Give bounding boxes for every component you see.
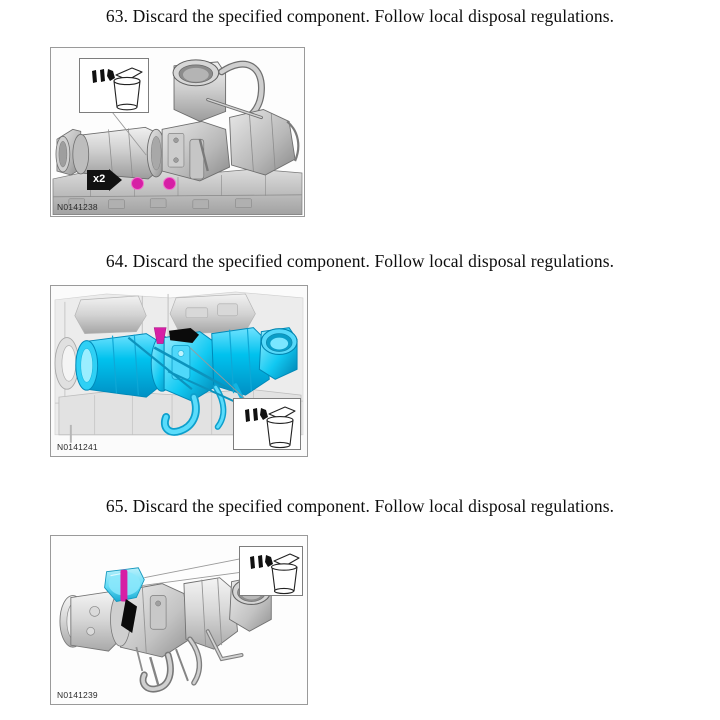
leader-line [112,112,147,156]
discard-inset-box-2 [233,398,301,450]
step-number-65: 65. [105,496,129,516]
trash-can-discard-icon [92,67,143,111]
highlighted-component-gasket [104,567,145,602]
step-heading-64: 64. Discard the specified component. Fol… [0,251,720,272]
step-text-65: Discard the specified component. Follow … [132,496,615,516]
trash-can-discard-icon [245,406,296,449]
discard-inset-box-1 [79,58,149,113]
step-heading-63: 63. Discard the specified component. Fol… [0,6,720,27]
step-text-63: Discard the specified component. Follow … [132,6,615,26]
step-text-64: Discard the specified component. Follow … [132,251,615,271]
highlight-bolt-2 [163,177,176,190]
figure-N0141239[interactable]: N0141239 [50,535,308,705]
figure-id-1: N0141238 [57,202,98,212]
highlight-marker-magenta-3 [120,569,128,602]
pointer-arrow-icon-2 [169,328,199,343]
step-number-64: 64. [105,251,129,271]
callout-x2-1: x2 [87,169,123,191]
figure-N0141238[interactable]: x2 N0141238 [50,47,305,217]
step-number-63: 63. [105,6,129,26]
trash-can-discard-icon [250,553,300,595]
callout-x2-label: x2 [87,170,111,190]
discard-inset-box-3 [239,546,303,596]
turbocharger-illustration-2 [51,286,307,456]
figure-id-3: N0141239 [57,690,98,700]
turbocharger-illustration-1 [52,59,303,216]
highlighted-component-cyan [75,327,298,436]
callout-arrow-icon [109,169,123,191]
figure-id-2: N0141241 [57,442,98,452]
step-heading-65: 65. Discard the specified component. Fol… [0,496,720,517]
pointer-arrow-icon-3 [121,599,137,633]
highlight-marker-magenta [153,327,167,344]
highlight-bolt-1 [131,177,144,190]
figure-N0141241[interactable]: N0141241 [50,285,308,457]
